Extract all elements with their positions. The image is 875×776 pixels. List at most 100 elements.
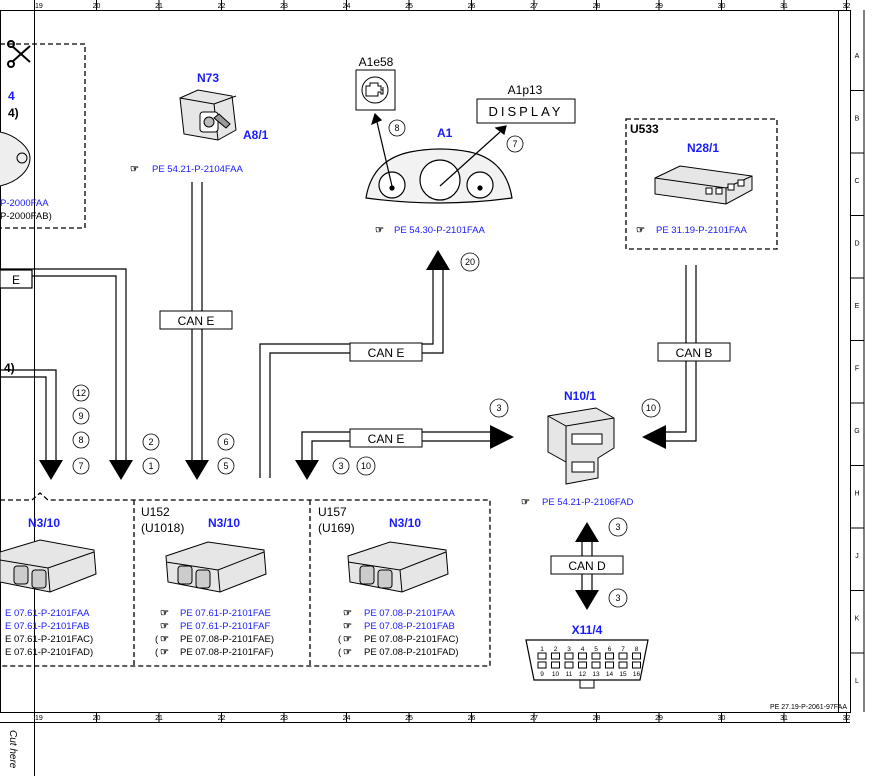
circle-1: 1 — [148, 461, 153, 471]
ruler-col-label: 21 — [155, 715, 163, 722]
mid-block-ref-1[interactable]: PE 07.61-P-2101FAE — [180, 608, 271, 619]
ruler-col-label: 24 — [343, 3, 351, 10]
circle-20: 20 — [465, 257, 475, 267]
circle-10-b: 10 — [361, 461, 371, 471]
u152-label: U152 — [141, 505, 170, 519]
obd-pin-label: 11 — [566, 671, 573, 678]
ruler-col-label: 27 — [530, 3, 538, 10]
obd-pin-label: 10 — [552, 671, 560, 678]
n3-10-label-c: N3/10 — [389, 516, 421, 530]
svg-text:☞: ☞ — [160, 608, 169, 619]
obd-pin — [564, 652, 574, 660]
circle-7: 7 — [78, 461, 83, 471]
obd-connector — [525, 639, 649, 681]
obd-pin — [537, 652, 547, 660]
svg-text:☞: ☞ — [343, 634, 352, 645]
n10-1-label: N10/1 — [564, 389, 596, 403]
left-block-ref-3[interactable]: E 07.61-P-2101FAC) — [5, 634, 93, 645]
obd-pin-label: 9 — [540, 671, 544, 678]
svg-text:☞: ☞ — [160, 634, 169, 645]
ruler-col-label: 23 — [280, 715, 288, 722]
ruler-row-label: D — [854, 241, 859, 248]
ecu-icon-a — [0, 539, 97, 593]
ruler-row-label: K — [855, 616, 860, 623]
ruler-col-label: 29 — [655, 3, 663, 10]
arrow-right-n10 — [490, 425, 514, 449]
n73-ref-link[interactable]: PE 54.21-P-2104FAA — [152, 164, 243, 175]
mid-block-ref-2[interactable]: PE 07.61-P-2101FAF — [180, 621, 270, 632]
can-e-box-1 — [159, 310, 233, 330]
right-block-ref-3[interactable]: PE 07.08-P-2101FAC) — [364, 634, 459, 645]
ruler-row-label: J — [855, 553, 859, 560]
ruler-col-label: 25 — [405, 3, 413, 10]
ruler-col-label: 28 — [593, 3, 601, 10]
ecu-icon-c — [347, 541, 449, 593]
mid-block-ref-4[interactable]: PE 07.08-P-2101FAF) — [180, 647, 273, 658]
a1-ref-link[interactable]: PE 54.30-P-2101FAA — [394, 225, 485, 236]
right-block-ref-1[interactable]: PE 07.08-P-2101FAA — [364, 608, 455, 619]
ruler-row-label: A — [855, 53, 860, 60]
control-unit-icon — [654, 165, 753, 205]
a1p13-display — [476, 98, 576, 124]
n28-1-label: N28/1 — [687, 141, 719, 155]
ruler-col-label: 30 — [718, 715, 726, 722]
ruler-col-label: 20 — [93, 715, 101, 722]
arrow-up-can-d — [575, 522, 599, 542]
obd-pin — [564, 661, 574, 669]
circle-3-c: 3 — [615, 522, 620, 532]
obd-pin-label: 2 — [554, 646, 558, 653]
ruler-row-label: B — [855, 116, 860, 123]
ruler-col-label: 28 — [593, 715, 601, 722]
svg-text:☞: ☞ — [521, 497, 530, 508]
obd-pin — [578, 661, 587, 669]
ruler-col-label: 19 — [35, 3, 43, 10]
left-block-ref-4[interactable]: E 07.61-P-2101FAD) — [5, 647, 93, 658]
obd-pin — [605, 652, 614, 660]
circle-9: 9 — [78, 411, 83, 421]
circle-6: 6 — [223, 437, 228, 447]
arrow-up-a1 — [426, 250, 450, 270]
ruler-col-label: 27 — [530, 715, 538, 722]
right-block-ref-4[interactable]: PE 07.08-P-2101FAD) — [364, 647, 459, 658]
left-block-ref-2[interactable]: E 07.61-P-2101FAB — [5, 621, 90, 632]
ruler-row-label: C — [854, 178, 859, 185]
svg-text:☞: ☞ — [343, 621, 352, 632]
ruler-col-label: 31 — [780, 3, 788, 10]
obd-pin — [632, 652, 641, 660]
obd-pin-label: 4 — [581, 646, 585, 653]
n73-label: N73 — [197, 71, 219, 85]
obd-pin — [578, 652, 587, 660]
n3-10-label-a: N3/10 — [28, 516, 60, 530]
a8-1-label: A8/1 — [243, 128, 269, 142]
can-e-bus-n10 — [301, 431, 492, 462]
ecu-icon-b — [165, 541, 267, 593]
obd-pin-label: 5 — [594, 646, 598, 653]
right-block-ref-2[interactable]: PE 07.08-P-2101FAB — [364, 621, 455, 632]
mid-block-ref-3[interactable]: PE 07.08-P-2101FAE) — [180, 634, 274, 645]
ruler-row-label: E — [855, 303, 860, 310]
n28-1-ref-link[interactable]: PE 31.19-P-2101FAA — [656, 225, 747, 236]
ruler-col-label: 32 — [843, 715, 851, 722]
arrow-down-n73 — [185, 460, 209, 480]
left-block-ref-1[interactable]: E 07.61-P-2101FAA — [5, 608, 90, 619]
left-ref-2: P-2000FAB) — [0, 211, 52, 222]
circle-3-d: 3 — [615, 593, 620, 603]
obd-pin — [537, 661, 547, 669]
svg-text:☞: ☞ — [636, 225, 645, 236]
circle-3-a: 3 — [496, 403, 501, 413]
left-partial-paren: 4) — [8, 106, 19, 120]
obd-pin — [591, 652, 601, 660]
circle-5: 5 — [223, 461, 228, 471]
ruler-col-label: 20 — [93, 3, 101, 10]
left-ref-1: P-2000FAA — [0, 198, 49, 209]
svg-text:☞: ☞ — [343, 608, 352, 619]
can-b-bus — [664, 265, 697, 442]
obd-pin-label: 14 — [606, 671, 614, 678]
n10-1-ref-link[interactable]: PE 54.21-P-2106FAD — [542, 497, 633, 508]
circle-10-n10: 10 — [646, 403, 656, 413]
obd-pin — [551, 652, 560, 660]
obd-pin-label: 1 — [540, 646, 544, 653]
instrument-cluster-icon — [365, 148, 513, 204]
obd-pin — [591, 661, 601, 669]
